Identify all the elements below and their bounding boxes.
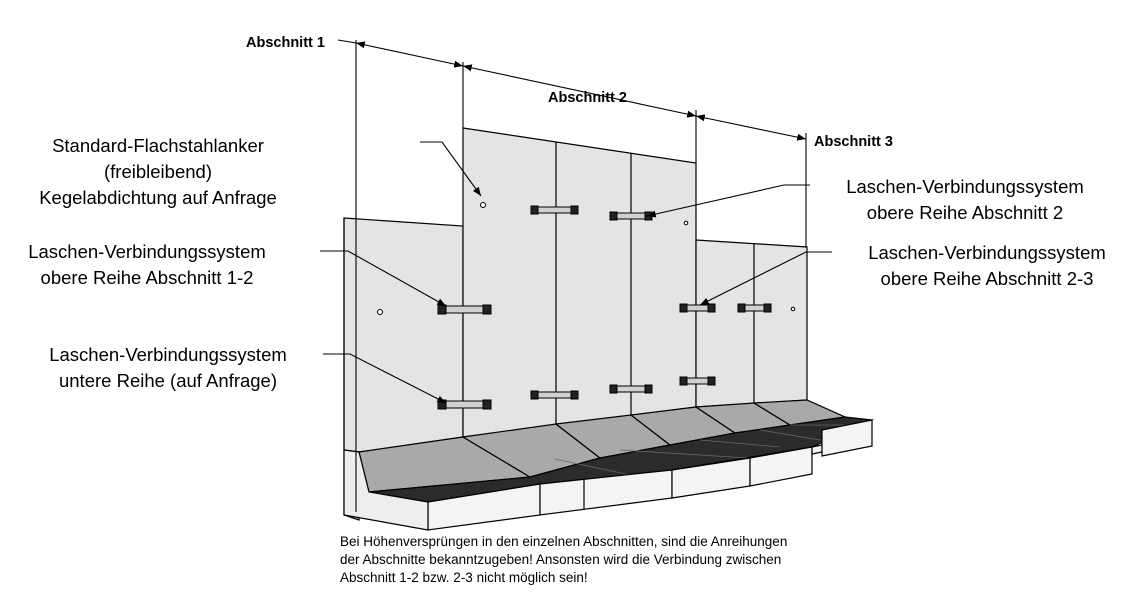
callout-upper-23-line-1: Laschen-Verbindungssystem [868,242,1106,263]
callout-upper-12-line-1: Laschen-Verbindungssystem [28,241,266,262]
callout-leaders [320,141,832,404]
note-line-3: Abschnitt 1-2 bzw. 2-3 nicht möglich sei… [340,570,588,585]
callout-upper-2-line-1: Laschen-Verbindungssystem [846,176,1084,197]
connector-upper-12 [437,304,492,315]
base-front-6 [821,419,873,457]
section-2-label: Abschnitt 2 [548,90,627,106]
base-front-5 [811,444,823,455]
connector-upper-2a [530,205,579,215]
anchor-hole [683,220,689,226]
callout-upper-12-line-2: obere Reihe Abschnitt 1-2 [41,267,254,288]
anchor-holes [377,202,796,315]
section-1-label: Abschnitt 1 [246,35,325,51]
dim-line-section-2 [462,64,697,118]
connector-lower-2a [530,390,579,400]
connector-lower-2b [609,384,653,394]
callout-upper-2-line-2: obere Reihe Abschnitt 2 [867,202,1063,223]
wall-section-2-face [462,127,697,438]
base-slab [343,416,875,531]
connector-upper-23 [679,303,716,313]
connector-lower-12 [437,399,492,410]
callout-anchor-line-1: Standard-Flachstahlanker [52,135,264,156]
base-front-4 [749,446,813,487]
connectors [437,205,772,410]
callout-upper-12: Laschen-Verbindungssystem obere Reihe Ab… [28,241,266,288]
wall-section-2 [462,127,697,438]
callout-lower-row: Laschen-Verbindungssystem untere Reihe (… [49,344,287,391]
callout-upper-23: Laschen-Verbindungssystem obere Reihe Ab… [868,242,1106,289]
base-left-end [343,449,429,531]
height-offset-note: Bei Höhenversprüngen in den einzelnen Ab… [340,533,900,587]
connector-upper-3 [737,303,772,313]
callout-lower-row-line-2: untere Reihe (auf Anfrage) [59,370,277,391]
section-dimensions [337,39,807,512]
callout-lower-row-line-1: Laschen-Verbindungssystem [49,344,287,365]
wall-section-1-face [343,217,464,453]
section-3-label: Abschnitt 3 [814,134,893,150]
connector-upper-2b [609,211,653,221]
anchor-hole [480,202,486,208]
dim-line-section-3 [695,114,807,141]
callout-upper-23-line-2: obere Reihe Abschnitt 2-3 [881,268,1094,289]
note-line-1: Bei Höhenversprüngen in den einzelnen Ab… [340,534,788,549]
connector-lower-3 [679,376,716,386]
note-line-2: der Abschnitte bekanntzugeben! Ansonsten… [340,552,782,567]
anchor-hole [790,306,796,312]
dim-line-section-1 [355,41,464,68]
callout-anchor-line-3: Kegelabdichtung auf Anfrage [39,187,277,208]
callout-anchor-line-2: (freibleibend) [104,161,212,182]
callout-anchor: Standard-Flachstahlanker (freibleibend) … [39,135,277,208]
anchor-hole [377,309,383,315]
callout-upper-2: Laschen-Verbindungssystem obere Reihe Ab… [846,176,1084,223]
